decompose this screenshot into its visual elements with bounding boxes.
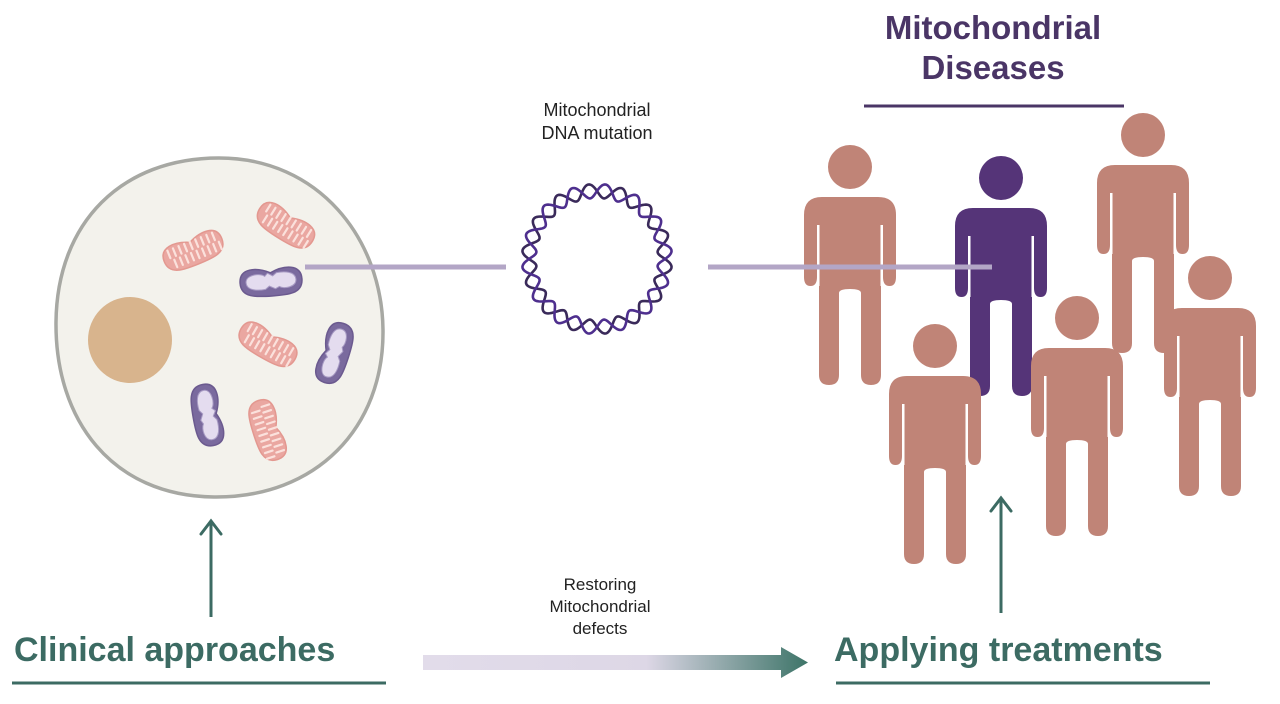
dna-strand <box>521 183 673 335</box>
person-head <box>1055 296 1099 340</box>
mitochondrion-healthy <box>162 229 224 271</box>
title-line-1: Mitochondrial <box>884 9 1102 46</box>
person-head <box>913 324 957 368</box>
person-body <box>1097 165 1189 353</box>
person-body <box>889 376 981 564</box>
person-body <box>955 208 1047 396</box>
population-group <box>804 113 1256 564</box>
mitochondrion-healthy <box>256 201 316 249</box>
person-bottom-middle <box>1031 296 1123 536</box>
label-applying-treatments: Applying treatments <box>834 631 1163 669</box>
mitochondrion-mutated <box>190 383 225 447</box>
arrow-restoring <box>423 647 808 678</box>
title-mitochondrial-diseases: Mitochondrial Diseases <box>840 8 1146 88</box>
title-line-2: Diseases <box>921 49 1065 86</box>
mtdna-ring <box>521 183 673 335</box>
person-body <box>804 197 896 385</box>
arrow-up-left <box>199 518 223 617</box>
mitochondrion-healthy <box>248 398 287 462</box>
restoring-line-3: defects <box>572 619 628 638</box>
person-far-right <box>1164 256 1256 496</box>
mitochondrion-mutated <box>315 321 354 385</box>
person-body <box>1164 308 1256 496</box>
person-head <box>979 156 1023 200</box>
cell <box>54 156 385 499</box>
person-body <box>1031 348 1123 536</box>
restoring-line-2: Mitochondrial <box>549 597 651 616</box>
person-head <box>1188 256 1232 300</box>
label-clinical-approaches: Clinical approaches <box>14 631 336 669</box>
dna-label-line-2: DNA mutation <box>541 123 653 143</box>
person-head <box>828 145 872 189</box>
nucleus <box>88 297 172 383</box>
dna-label-line-1: Mitochondrial <box>543 100 651 120</box>
mitochondrion-mutated <box>239 266 303 298</box>
arrow-up-right <box>989 495 1013 613</box>
label-restoring-defects: Restoring Mitochondrial defects <box>500 574 700 640</box>
label-dna-mutation: Mitochondrial DNA mutation <box>497 99 697 145</box>
mitochondrion-healthy <box>238 321 298 368</box>
person-affected <box>955 156 1047 396</box>
person-left <box>804 145 896 385</box>
person-bottom-left <box>889 324 981 564</box>
person-head <box>1121 113 1165 157</box>
restoring-line-1: Restoring <box>563 575 637 594</box>
person-top-right <box>1097 113 1189 353</box>
